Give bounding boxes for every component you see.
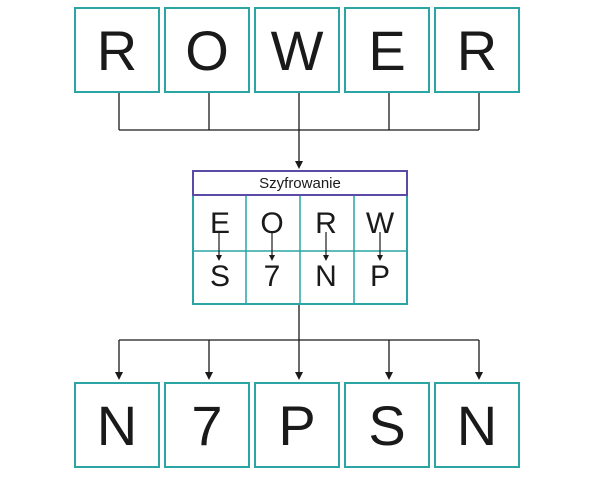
mapping-from-letter: E — [209, 207, 230, 240]
input-letter-cell: E — [344, 7, 430, 93]
input-letter-cell: W — [254, 7, 340, 93]
output-letter-cell: P — [254, 382, 340, 468]
mapping-from-letter: R — [315, 207, 337, 240]
mapping-to-letter: P — [369, 260, 390, 293]
input-letter-cell: R — [74, 7, 160, 93]
input-letter-cell: O — [164, 7, 250, 93]
output-letter-cell: N — [74, 382, 160, 468]
mapping-to-letter: 7 — [263, 260, 281, 293]
input-letter-cell: R — [434, 7, 520, 93]
cipher-title: Szyfrowanie — [192, 170, 408, 196]
output-letter-cell: S — [344, 382, 430, 468]
mapping-to-letter: S — [209, 260, 230, 293]
mapping-to-letter: N — [315, 260, 337, 293]
output-letter-cell: 7 — [164, 382, 250, 468]
output-letter-cell: N — [434, 382, 520, 468]
mapping-from-letter: W — [365, 207, 395, 240]
mapping-from-letter: O — [260, 207, 284, 240]
